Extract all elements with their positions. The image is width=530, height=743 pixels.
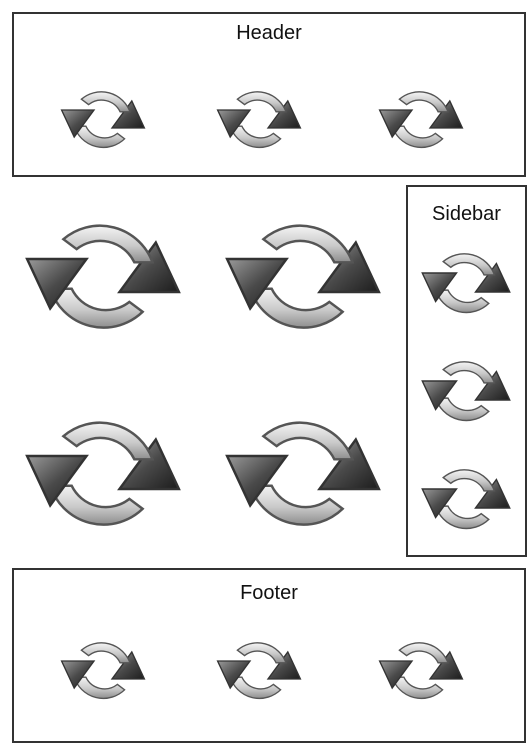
footer-box: Footer [12,568,526,743]
header-box: Header [12,12,526,177]
main-area [0,185,400,555]
refresh-icon [416,343,516,438]
refresh-icon [208,193,398,358]
refresh-icon [214,74,304,164]
sidebar-label: Sidebar [432,203,501,225]
refresh-icon [376,74,466,164]
refresh-icon [376,625,466,715]
refresh-icon [214,625,304,715]
header-label: Header [236,22,302,44]
refresh-icon [416,451,516,546]
refresh-icon [8,390,198,555]
refresh-icon [208,390,398,555]
refresh-icon [416,235,516,330]
footer-label: Footer [240,582,298,604]
refresh-icon [58,625,148,715]
refresh-icon [8,193,198,358]
refresh-icon [58,74,148,164]
sidebar-box: Sidebar [406,185,527,557]
